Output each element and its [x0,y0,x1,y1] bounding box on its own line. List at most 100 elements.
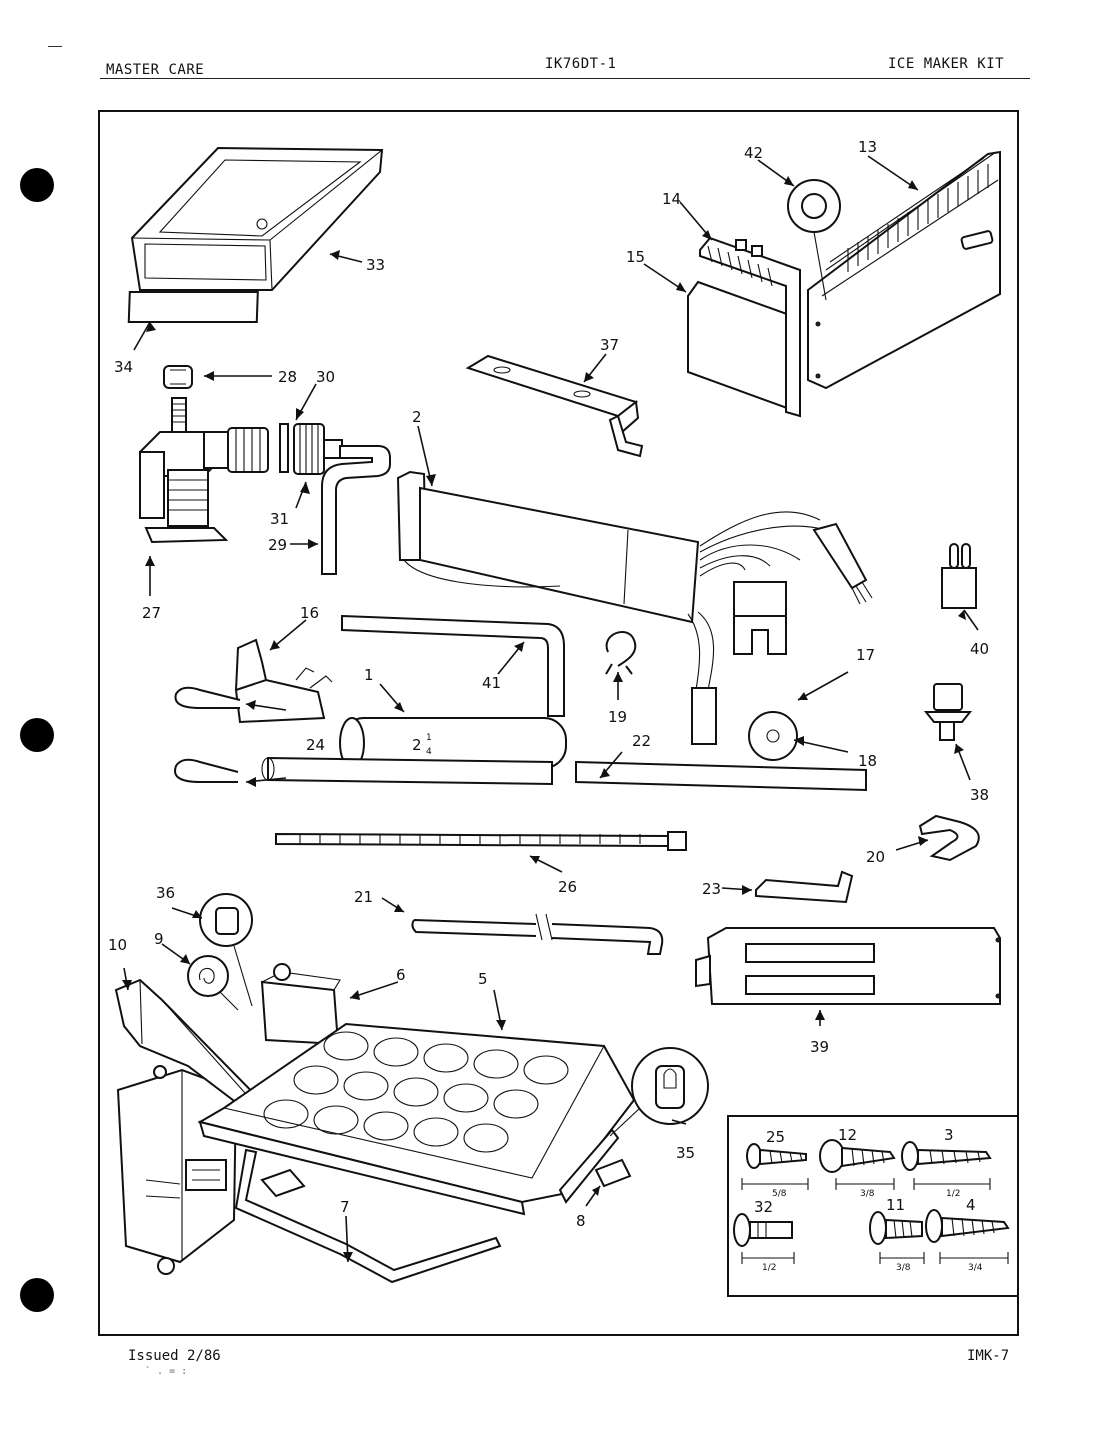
part-mounting-clip [234,638,326,724]
part-inlet-tube [321,445,391,575]
part-wiring-harness [396,470,873,745]
callout-5: 5 [478,970,488,988]
callout-34: 34 [114,358,133,376]
screw-4 [925,1209,1010,1243]
part-cotter-pin-lower [174,758,239,783]
screw-25-length: 5/8 [772,1189,787,1199]
screw-4-length: 3/4 [968,1263,983,1273]
part-mold-heater-housing [116,1068,238,1275]
part-fill-tube [341,614,565,717]
callout-31: 31 [270,510,289,528]
corner-dash [48,46,62,47]
binder-hole-top [20,168,54,202]
part-cotter-pin-upper [174,686,241,709]
screw-12-length: 3/8 [860,1189,875,1199]
callout-24: 24 [306,736,325,754]
tube-fraction-denominator: 4 [426,747,432,757]
leader-arrowheads [122,176,966,1262]
header-brand: MASTER CARE [106,62,205,78]
tube-fraction-numerator: 1 [426,733,432,743]
part-nut [163,365,193,389]
binder-hole-middle [20,718,54,752]
screw-inset-box [727,1115,1019,1297]
callout-21: 21 [354,888,373,906]
part-shelf-bracket-zoom [609,1047,709,1137]
callout-14: 14 [662,190,681,208]
footer-page-code: IMK-7 [967,1348,1010,1364]
callout-32: 32 [754,1198,773,1216]
header-title: ICE MAKER KIT [888,56,1005,72]
callout-13: 13 [858,138,877,156]
callout-36: 36 [156,884,175,902]
part-mounting-bracket [465,354,644,458]
callout-11: 11 [886,1196,905,1214]
part-long-tubing-left [267,756,553,786]
part-retainer-clip [918,814,980,862]
footer-stamp-mark: ` . = : [145,1366,188,1377]
binder-hole-bottom [20,1278,54,1312]
callout-30: 30 [316,368,335,386]
header-rule [100,78,1030,79]
callout-33: 33 [366,256,385,274]
callout-27: 27 [142,604,161,622]
callout-10: 10 [108,936,127,954]
callout-6: 6 [396,966,406,984]
screw-25 [746,1143,807,1169]
footer-issued-date: Issued 2/86 [128,1348,221,1364]
part-ice-bin [130,146,384,291]
screw-dimension-lines [741,1178,1009,1264]
callout-15: 15 [626,248,645,266]
callout-23: 23 [702,880,721,898]
tube-length-text: 2 [412,736,422,754]
part-washer-disc [748,711,798,761]
part-bushing-zoom [199,893,253,1007]
part-terminal-connector [941,543,977,609]
part-front-cover [807,150,1001,390]
part-support-clip [755,870,854,904]
part-fitting [293,423,343,475]
callout-12: 12 [838,1126,857,1144]
callout-18: 18 [858,752,877,770]
screw-32 [733,1213,793,1247]
screw-11-length: 3/8 [896,1263,911,1273]
callout-35: 35 [676,1144,695,1162]
callout-17: 17 [856,646,875,664]
part-light-socket [787,179,841,301]
callout-39: 39 [810,1038,829,1056]
callout-7: 7 [340,1198,350,1216]
callout-8: 8 [576,1212,586,1230]
screw-11 [869,1211,923,1245]
part-long-tubing-right [575,760,867,792]
part-fill-rod [411,913,664,955]
callout-37: 37 [600,336,619,354]
callout-19: 19 [608,708,627,726]
part-insulation-pad [687,280,799,414]
part-cable-tie [275,831,687,851]
diagram-frame [98,110,1019,1336]
part-label-strip [127,291,259,323]
part-mold-pin [594,1158,632,1188]
part-ice-mold [197,1022,636,1216]
callout-26: 26 [558,878,577,896]
part-spring-zoom [187,955,239,1011]
callout-38: 38 [970,786,989,804]
callout-40: 40 [970,640,989,658]
callout-3: 3 [944,1126,954,1144]
callout-9: 9 [154,930,164,948]
part-cover-plate [695,927,1001,1005]
screw-3 [901,1141,992,1171]
callout-4: 4 [966,1196,976,1214]
part-shutoff-arm [234,1148,502,1284]
screw-12 [819,1139,896,1173]
part-washer [279,423,289,473]
callout-1: 1 [364,666,374,684]
screw-32-length: 1/2 [762,1263,776,1273]
part-tube-sleeve: 2 1 4 [339,717,567,769]
callout-22: 22 [632,732,651,750]
callout-20: 20 [866,848,885,866]
part-water-valve [139,397,269,544]
screw-3-length: 1/2 [946,1189,960,1199]
callout-28: 28 [278,368,297,386]
part-hose-clamp [605,631,637,675]
